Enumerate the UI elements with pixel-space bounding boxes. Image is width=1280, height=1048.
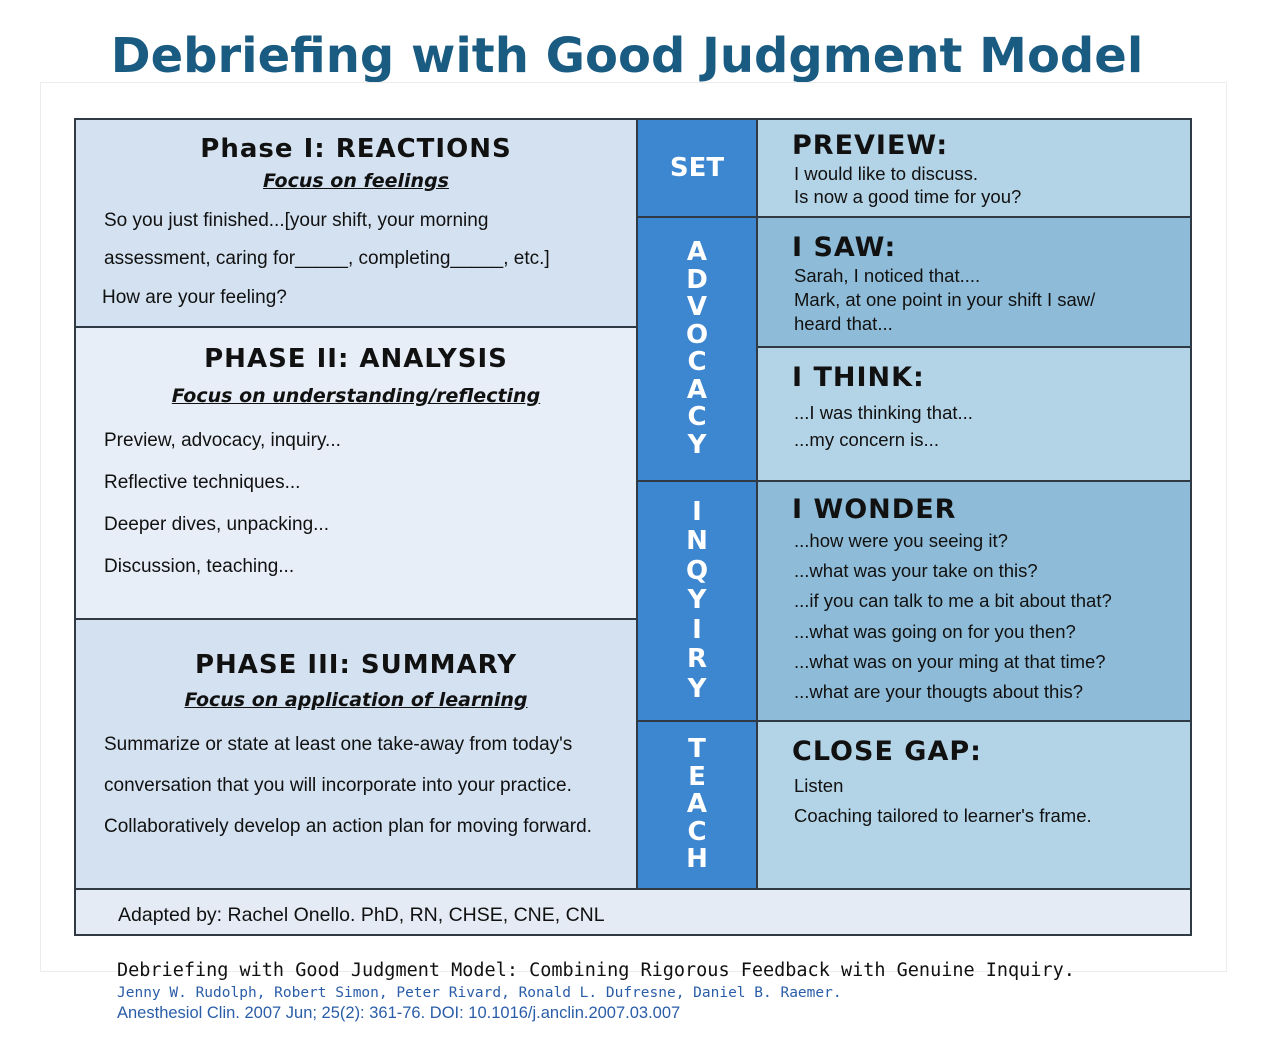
prompt-line: ...I was thinking that...: [794, 402, 973, 423]
phase-summary-panel: PHASE III: SUMMARY Focus on application …: [76, 620, 638, 888]
prompt-line: ...my concern is...: [794, 429, 939, 450]
credit-footer: Adapted by: Rachel Onello. PhD, RN, CHSE…: [76, 888, 1190, 934]
stage-letter: A: [686, 374, 708, 405]
stage-letter: A: [686, 237, 708, 267]
citation-authors: Jenny W. Rudolph, Robert Simon, Peter Ri…: [117, 985, 842, 1001]
stage-letter: O: [685, 319, 709, 350]
prompt-line: ...what was on your ming at that time?: [794, 651, 1106, 672]
phase-focus: Focus on understanding/reflecting: [171, 385, 541, 407]
phase-title: Phase I: REACTIONS: [200, 134, 512, 164]
prompt-line: Mark, at one point in your shift I saw/: [794, 289, 1096, 310]
stage-letter: D: [686, 264, 708, 295]
stage-letter: N: [686, 526, 708, 557]
phase-line: Discussion, teaching...: [104, 556, 295, 577]
phase-line: How are your feeling?: [102, 287, 287, 308]
phase-focus: Focus on feelings: [263, 170, 449, 192]
prompt-heading: I THINK:: [792, 362, 925, 393]
prompt-line: Listen: [794, 775, 844, 796]
stage-set: SET: [638, 120, 758, 218]
prompt-heading: I SAW:: [792, 232, 897, 263]
phase-focus: Focus on application of learning: [184, 689, 528, 711]
stage-letter: C: [687, 816, 707, 847]
prompt-line: heard that...: [794, 313, 893, 334]
model-diagram: Phase I: REACTIONS Focus on feelings So …: [74, 118, 1192, 936]
stage-letter: A: [686, 789, 708, 820]
stage-letter: H: [686, 844, 708, 875]
stage-letter: Y: [687, 585, 707, 616]
prompt-i-wonder: I WONDER ...how were you seeing it? ...w…: [758, 482, 1190, 722]
prompt-close-gap: CLOSE GAP: Listen Coaching tailored to l…: [758, 722, 1190, 888]
prompt-line: ...how were you seeing it?: [794, 530, 1008, 551]
stage-letter: I: [692, 496, 702, 527]
prompt-line: Is now a good time for you?: [794, 186, 1022, 207]
citation-title: Debriefing with Good Judgment Model: Com…: [117, 960, 1075, 981]
phase-analysis-panel: PHASE II: ANALYSIS Focus on understandin…: [76, 328, 638, 620]
phase-reactions-panel: Phase I: REACTIONS Focus on feelings So …: [76, 120, 638, 328]
stage-letter: R: [686, 644, 707, 675]
stage-letter: C: [687, 402, 707, 432]
phase-line: Preview, advocacy, inquiry...: [104, 430, 341, 451]
stage-letter: I: [692, 614, 702, 645]
prompt-line: I would like to discuss.: [794, 163, 979, 184]
prompt-heading: I WONDER: [792, 494, 957, 525]
stage-letter: Q: [685, 555, 709, 586]
credit-text: Adapted by: Rachel Onello. PhD, RN, CHSE…: [118, 904, 605, 926]
phase-title: PHASE II: ANALYSIS: [204, 344, 508, 374]
prompt-line: Coaching tailored to learner's frame.: [794, 805, 1092, 826]
phase-line: Deeper dives, unpacking...: [104, 514, 329, 535]
stage-letter: Y: [687, 429, 707, 460]
phase-line: Summarize or state at least one take-awa…: [104, 734, 573, 755]
stage-letter: V: [686, 292, 708, 322]
phase-line: Reflective techniques...: [104, 472, 301, 493]
stage-letter: E: [688, 761, 706, 792]
citation-source: Anesthesiol Clin. 2007 Jun; 25(2): 361-7…: [117, 1004, 681, 1022]
stage-letter: C: [687, 347, 707, 377]
phase-line: assessment, caring for_____, completing_…: [104, 248, 550, 269]
prompt-heading: CLOSE GAP:: [792, 736, 982, 767]
stage-letter: T: [688, 734, 706, 765]
phase-title: PHASE III: SUMMARY: [194, 650, 518, 680]
phase-line: So you just finished...[your shift, your…: [104, 210, 489, 231]
prompt-line: ...what was going on for you then?: [794, 621, 1076, 642]
prompt-line: ...if you can talk to me a bit about tha…: [794, 590, 1112, 611]
stage-letter: Y: [687, 673, 707, 704]
prompt-i-saw: I SAW: Sarah, I noticed that.... Mark, a…: [758, 218, 1190, 348]
prompt-line: Sarah, I noticed that....: [794, 265, 981, 286]
stage-label: SET: [669, 153, 725, 183]
prompt-line: ...what are your thougts about this?: [794, 681, 1083, 702]
phase-line: conversation that you will incorporate i…: [104, 775, 572, 796]
page-title: Debriefing with Good Judgment Model: [110, 28, 1144, 84]
prompt-i-think: I THINK: ...I was thinking that... ...my…: [758, 348, 1190, 482]
prompt-heading: PREVIEW:: [792, 130, 949, 161]
prompt-line: ...what was your take on this?: [794, 560, 1038, 581]
content-frame: [40, 82, 1227, 972]
phase-line: Collaboratively develop an action plan f…: [104, 816, 592, 837]
prompt-preview: PREVIEW: I would like to discuss. Is now…: [758, 120, 1190, 218]
